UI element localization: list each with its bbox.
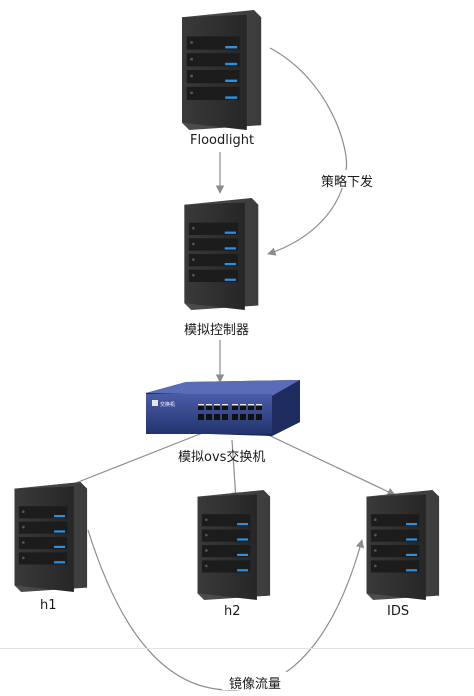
edge-switch-h2 bbox=[231, 439, 240, 501]
edge-switch-ids bbox=[261, 431, 396, 496]
floodlight-server-icon bbox=[182, 10, 262, 130]
h1-server-icon bbox=[14, 482, 88, 592]
controller-server-icon bbox=[184, 198, 259, 310]
ids-server-icon bbox=[366, 490, 440, 600]
floodlight-label: Floodlight bbox=[190, 133, 255, 148]
h1-label: h1 bbox=[40, 598, 57, 613]
ids-label: IDS bbox=[387, 604, 410, 619]
mirror-label: 镜像流量 bbox=[229, 677, 282, 692]
h2-label: h2 bbox=[224, 604, 241, 619]
controller-label: 模拟控制器 bbox=[184, 323, 250, 338]
switch-label: 模拟ovs交换机 bbox=[178, 450, 266, 465]
ovs-switch-icon: 交换机 bbox=[146, 380, 300, 436]
edge-policy-curve bbox=[267, 47, 348, 256]
h2-server-icon bbox=[197, 490, 271, 600]
policy-label: 策略下发 bbox=[321, 175, 374, 190]
edge-switch-h1 bbox=[57, 431, 206, 492]
bottom-divider bbox=[0, 648, 474, 649]
switch-brand-text: 交换机 bbox=[160, 401, 175, 408]
